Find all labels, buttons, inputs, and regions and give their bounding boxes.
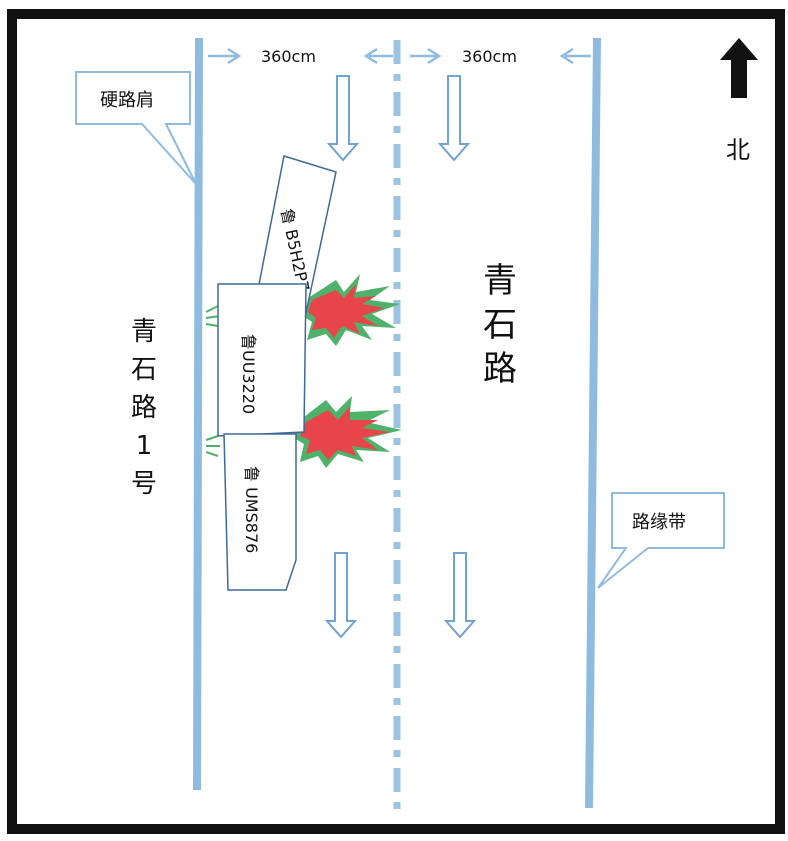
vehicle-ums876: 鲁 UMS876 (223, 433, 297, 591)
center-line-dash (393, 560, 401, 584)
north-label: 北 (726, 136, 750, 164)
center-line-dash (393, 716, 401, 740)
north-indicator: 北 (720, 38, 758, 164)
road-name-side-char: 1 (136, 431, 153, 461)
center-line-dash (393, 248, 401, 272)
center-line-dash (393, 456, 401, 480)
center-line-dot (393, 750, 401, 757)
callout-curb: 路缘带 (597, 492, 725, 589)
lane-width-left-label: 360cm (261, 47, 316, 66)
lane-width-left: 360cm (208, 47, 393, 66)
center-line-dot (393, 126, 401, 133)
road-name-side: 青石路 1 号 (131, 317, 157, 499)
down-arrow-icon (324, 552, 358, 639)
center-line-dot (393, 334, 401, 341)
down-arrow-icon (437, 75, 471, 162)
center-line-dash (393, 612, 401, 636)
callout-hard-shoulder: 硬路肩 (75, 71, 197, 185)
center-line-dot (393, 230, 401, 237)
right-edge-line (585, 37, 601, 809)
center-line-dash (393, 196, 401, 220)
center-line-dot (393, 386, 401, 393)
center-line-dash (393, 92, 401, 116)
callout-curb-label: 路缘带 (632, 512, 686, 533)
road-name-side-char: 号 (131, 469, 157, 499)
left-edge-line (193, 37, 203, 791)
center-line-dash (393, 508, 401, 532)
center-line-dot (393, 802, 401, 809)
down-arrow-icon (443, 552, 477, 639)
impact-upper (300, 274, 400, 346)
road-name-side-char: 青 (131, 317, 157, 347)
lane-arrow-lower-left (324, 552, 358, 639)
impact-lower (294, 396, 402, 468)
lane-arrow-lower-right (443, 552, 477, 639)
lane-arrow-upper-left (326, 75, 360, 162)
center-line-dot (393, 542, 401, 549)
diagram-frame (7, 9, 785, 834)
center-line-dot (393, 438, 401, 445)
center-line-dash (393, 300, 401, 324)
down-arrow-icon (326, 75, 360, 162)
lane-arrow-upper-right (437, 75, 471, 162)
center-line-dot (393, 74, 401, 81)
callout-hard-shoulder-label: 硬路肩 (100, 90, 154, 111)
road-name-main-char: 石 (483, 305, 517, 345)
center-line-dash (393, 352, 401, 376)
center-line-dot (393, 646, 401, 653)
vehicle-b5h2p7: 鲁 B5H2P7 (253, 155, 337, 323)
center-line-dash (393, 404, 401, 428)
road-name-main: 青石路 (483, 261, 517, 389)
center-line-dot (393, 282, 401, 289)
center-line (393, 40, 401, 809)
center-line-dot (393, 490, 401, 497)
north-arrow-icon (720, 38, 758, 98)
road-name-main-char: 青 (483, 261, 517, 301)
vehicle-uu3220: 鲁UU3220 (217, 283, 307, 437)
center-line-dash (393, 40, 401, 64)
center-line-dot (393, 594, 401, 601)
center-line-dash (393, 144, 401, 168)
center-line-dot (393, 178, 401, 185)
road-name-side-char: 路 (131, 393, 157, 423)
road-name-main-char: 路 (483, 349, 517, 389)
vehicle-plate-uu3220: 鲁UU3220 (239, 334, 258, 414)
center-line-dash (393, 768, 401, 792)
lane-width-right-label: 360cm (462, 47, 517, 66)
road-name-side-char: 石 (131, 355, 157, 385)
lane-width-right: 360cm (410, 47, 591, 66)
vehicle-plate-ums876: 鲁 UMS876 (242, 466, 261, 553)
center-line-dash (393, 664, 401, 688)
center-line-dot (393, 698, 401, 705)
